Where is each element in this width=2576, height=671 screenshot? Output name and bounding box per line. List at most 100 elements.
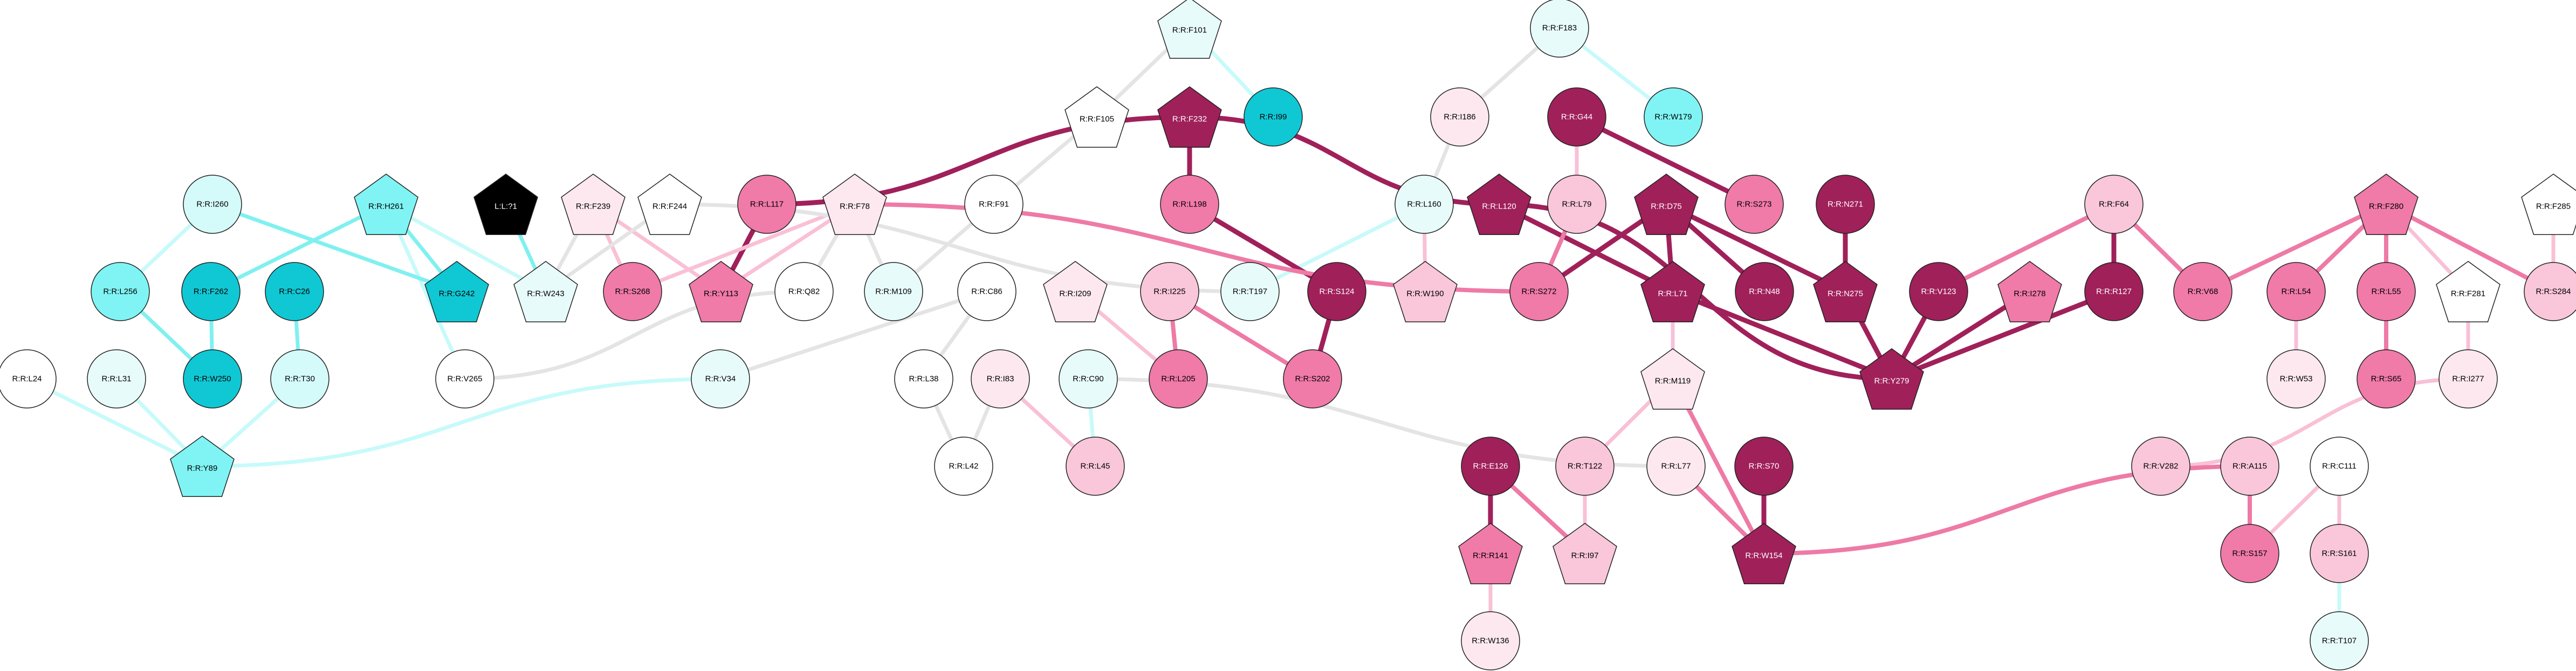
node-r-r-d75[interactable]: R:R:D75 (1634, 174, 1699, 235)
node-r-r-r127[interactable]: R:R:R127 (2084, 262, 2144, 321)
node-r-r-w53[interactable]: R:R:W53 (2266, 349, 2326, 409)
node-r-r-i209[interactable]: R:R:I209 (1043, 261, 1108, 322)
node-r-r-n271[interactable]: R:R:N271 (1816, 175, 1875, 234)
node-r-r-l42[interactable]: R:R:L42 (934, 437, 993, 496)
node-r-r-w154[interactable]: R:R:W154 (1732, 523, 1796, 584)
node-r-r-w190[interactable]: R:R:W190 (1393, 261, 1458, 322)
node-r-r-s268[interactable]: R:R:S268 (603, 262, 662, 321)
node-r-r-a115[interactable]: R:R:A115 (2220, 437, 2279, 496)
node-r-r-v34[interactable]: R:R:V34 (691, 349, 750, 409)
node-r-r-i83[interactable]: R:R:I83 (971, 349, 1030, 409)
node-pentagon-shape (170, 435, 235, 497)
node-r-r-l77[interactable]: R:R:L77 (1646, 437, 1706, 496)
node-r-r-l45[interactable]: R:R:L45 (1066, 437, 1125, 496)
node-label: R:R:C86 (971, 287, 1002, 296)
node-r-r-f281[interactable]: R:R:F281 (2436, 261, 2501, 322)
node-r-r-l71[interactable]: R:R:L71 (1640, 261, 1705, 322)
node-r-r-l24[interactable]: R:R:L24 (0, 349, 57, 409)
node-r-r-f101[interactable]: R:R:F101 (1157, 0, 1222, 59)
node-r-r-f91[interactable]: R:R:F91 (964, 175, 1023, 234)
node-r-r-t107[interactable]: R:R:T107 (2310, 611, 2369, 670)
node-r-r-l38[interactable]: R:R:L38 (894, 349, 953, 409)
node-r-r-f285[interactable]: R:R:F285 (2521, 174, 2576, 235)
node-label: R:R:E126 (1473, 462, 1508, 471)
node-r-r-n275[interactable]: R:R:N275 (1813, 261, 1878, 322)
node-r-r-i186[interactable]: R:R:I186 (1430, 87, 1489, 147)
node-l-l-1[interactable]: L:L:?1 (473, 174, 538, 235)
node-r-r-f78[interactable]: R:R:F78 (822, 174, 887, 235)
node-r-r-c90[interactable]: R:R:C90 (1059, 349, 1118, 409)
node-r-r-w136[interactable]: R:R:W136 (1461, 611, 1520, 670)
node-r-r-i277[interactable]: R:R:I277 (2438, 349, 2498, 409)
node-r-r-l79[interactable]: R:R:L79 (1547, 175, 1606, 234)
node-r-r-f244[interactable]: R:R:F244 (637, 174, 702, 235)
node-r-r-w179[interactable]: R:R:W179 (1644, 87, 1703, 147)
node-circle-shape (2310, 437, 2369, 496)
node-r-r-v123[interactable]: R:R:V123 (1909, 262, 1968, 321)
node-r-r-l120[interactable]: R:R:L120 (1467, 174, 1531, 235)
node-r-r-f280[interactable]: R:R:F280 (2354, 174, 2419, 235)
node-r-r-f183[interactable]: R:R:F183 (1530, 0, 1589, 58)
node-r-r-y89[interactable]: R:R:Y89 (170, 435, 235, 497)
node-r-r-h261[interactable]: R:R:H261 (354, 174, 418, 235)
node-r-r-l205[interactable]: R:R:L205 (1149, 349, 1208, 409)
node-r-r-l31[interactable]: R:R:L31 (87, 349, 146, 409)
node-r-r-c111[interactable]: R:R:C111 (2310, 437, 2369, 496)
node-r-r-i99[interactable]: R:R:I99 (1244, 87, 1303, 147)
node-r-r-y279[interactable]: R:R:Y279 (1859, 348, 1924, 410)
node-r-r-s284[interactable]: R:R:S284 (2524, 262, 2576, 321)
node-r-r-f105[interactable]: R:R:F105 (1064, 86, 1129, 148)
node-r-r-l117[interactable]: R:R:L117 (737, 175, 796, 234)
node-r-r-v265[interactable]: R:R:V265 (435, 349, 494, 409)
node-r-r-s161[interactable]: R:R:S161 (2310, 524, 2369, 583)
node-label: R:R:W250 (194, 375, 231, 384)
node-r-r-f232[interactable]: R:R:F232 (1157, 86, 1222, 148)
node-r-r-f64[interactable]: R:R:F64 (2084, 175, 2144, 234)
node-r-r-s157[interactable]: R:R:S157 (2220, 524, 2279, 583)
node-circle-shape (971, 349, 1030, 409)
node-r-r-s70[interactable]: R:R:S70 (1734, 437, 1794, 496)
node-r-r-i278[interactable]: R:R:I278 (1997, 261, 2062, 322)
node-r-r-v282[interactable]: R:R:V282 (2131, 437, 2190, 496)
node-r-r-l256[interactable]: R:R:L256 (91, 262, 150, 321)
node-r-r-t122[interactable]: R:R:T122 (1555, 437, 1615, 496)
node-r-r-c86[interactable]: R:R:C86 (957, 262, 1016, 321)
node-r-r-s273[interactable]: R:R:S273 (1725, 175, 1784, 234)
node-r-r-c26[interactable]: R:R:C26 (265, 262, 324, 321)
node-pentagon-shape (1813, 261, 1878, 322)
node-r-r-m119[interactable]: R:R:M119 (1640, 348, 1705, 410)
node-r-r-f239[interactable]: R:R:F239 (561, 174, 626, 235)
node-r-r-l198[interactable]: R:R:L198 (1160, 175, 1219, 234)
node-r-r-n48[interactable]: R:R:N48 (1735, 262, 1794, 321)
node-label: R:R:F91 (979, 200, 1009, 209)
node-r-r-w243[interactable]: R:R:W243 (513, 261, 578, 322)
node-r-r-t30[interactable]: R:R:T30 (270, 349, 329, 409)
node-r-r-e126[interactable]: R:R:E126 (1461, 437, 1520, 496)
node-r-r-w250[interactable]: R:R:W250 (183, 349, 242, 409)
node-r-r-i225[interactable]: R:R:I225 (1140, 262, 1199, 321)
node-r-r-g44[interactable]: R:R:G44 (1547, 87, 1606, 147)
node-circle-shape (1461, 437, 1520, 496)
node-label: R:R:C111 (2322, 462, 2357, 471)
node-r-r-i97[interactable]: R:R:I97 (1553, 523, 1617, 584)
node-r-r-s124[interactable]: R:R:S124 (1307, 262, 1366, 321)
node-r-r-m109[interactable]: R:R:M109 (864, 262, 923, 321)
node-label: R:R:R127 (2096, 287, 2132, 296)
node-r-r-y113[interactable]: R:R:Y113 (689, 261, 753, 322)
node-r-r-l54[interactable]: R:R:L54 (2266, 262, 2326, 321)
node-r-r-i260[interactable]: R:R:I260 (183, 175, 242, 234)
node-r-r-l55[interactable]: R:R:L55 (2357, 262, 2416, 321)
node-r-r-t197[interactable]: R:R:T197 (1220, 262, 1280, 321)
node-r-r-l160[interactable]: R:R:L160 (1395, 175, 1454, 234)
node-r-r-s65[interactable]: R:R:S65 (2357, 349, 2416, 409)
node-r-r-s272[interactable]: R:R:S272 (1509, 262, 1569, 321)
node-r-r-g242[interactable]: R:R:G242 (424, 261, 489, 322)
node-pentagon-shape (1458, 523, 1523, 584)
node-r-r-f262[interactable]: R:R:F262 (181, 262, 241, 321)
node-label: R:R:L205 (1161, 375, 1195, 384)
node-r-r-q82[interactable]: R:R:Q82 (774, 262, 834, 321)
node-r-r-r141[interactable]: R:R:R141 (1458, 523, 1523, 584)
node-r-r-v68[interactable]: R:R:V68 (2173, 262, 2232, 321)
node-r-r-s202[interactable]: R:R:S202 (1283, 349, 1342, 409)
node-label: R:R:L45 (1080, 462, 1110, 471)
